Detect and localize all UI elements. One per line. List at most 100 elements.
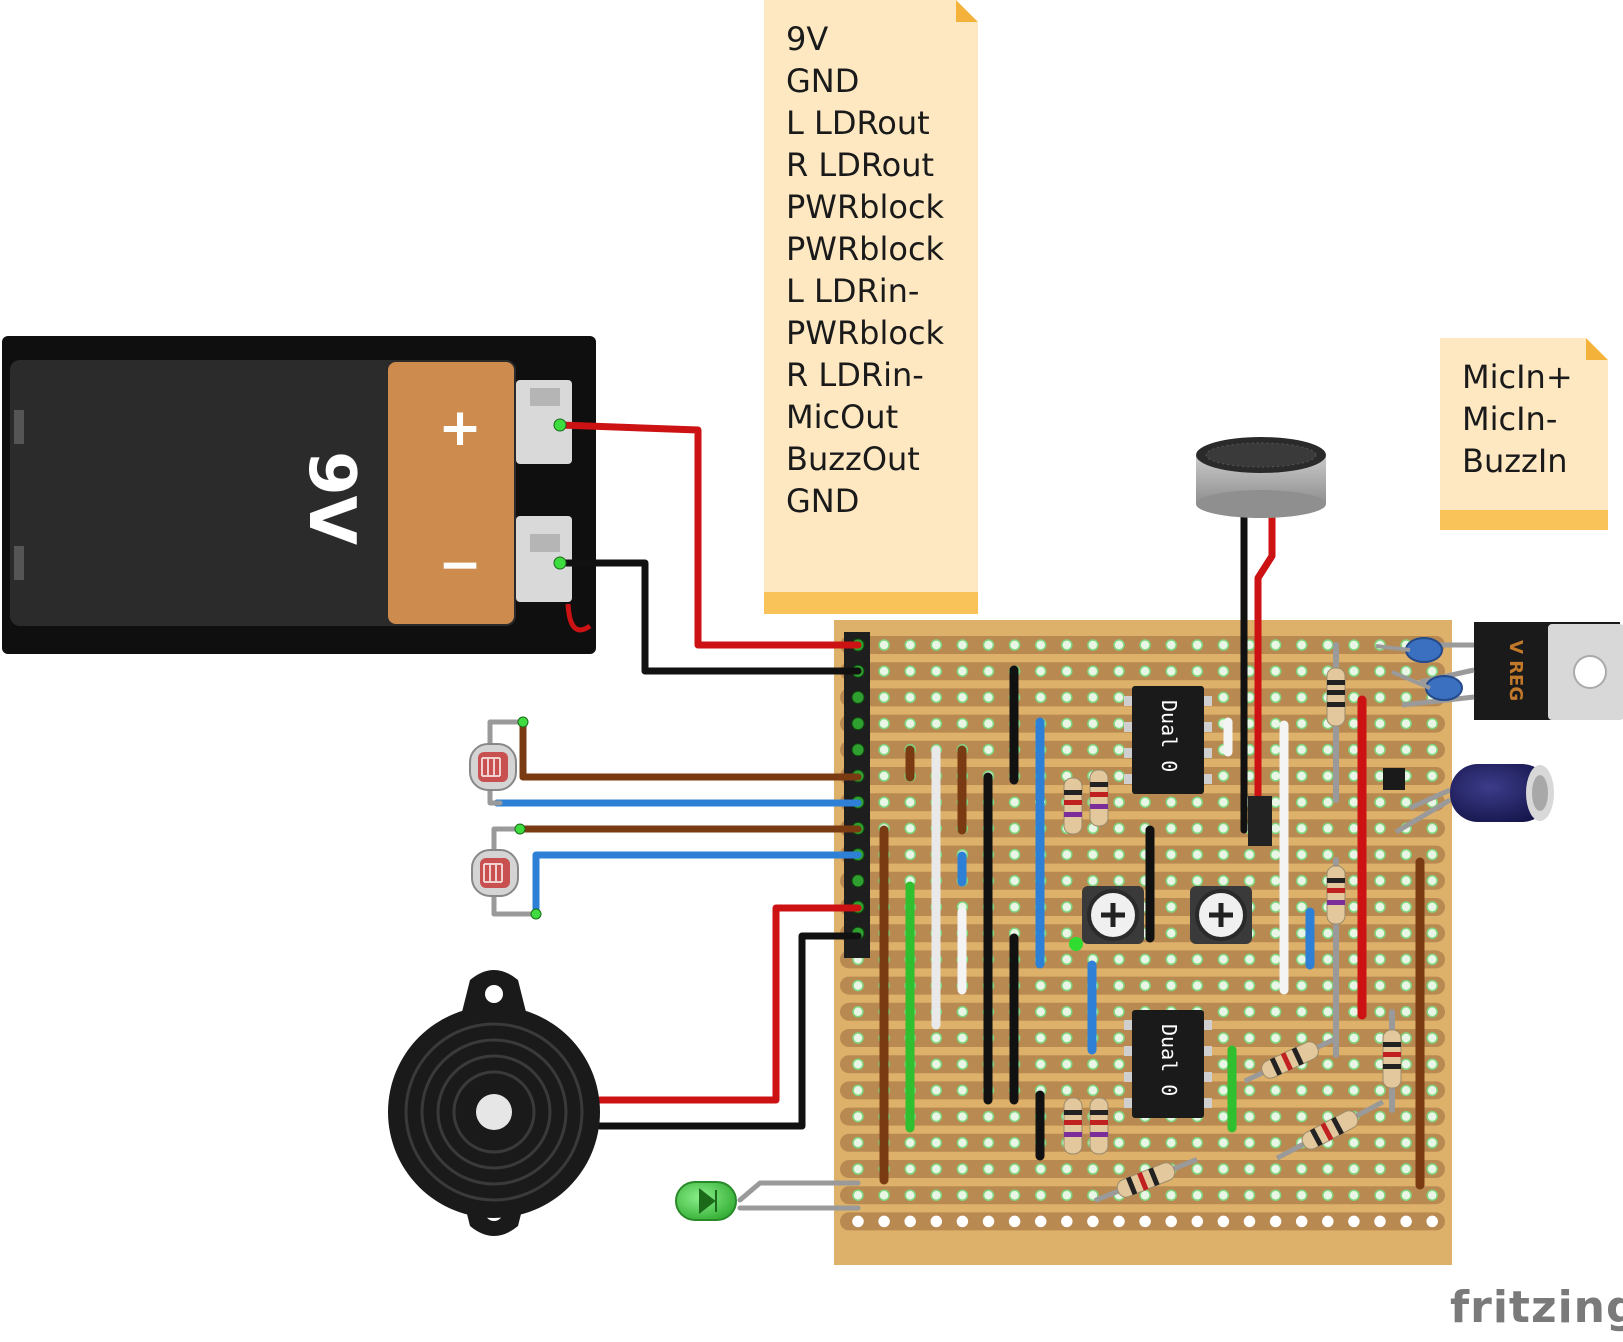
ldr-left[interactable] xyxy=(469,743,517,791)
board-hole xyxy=(1034,639,1047,651)
board-hole xyxy=(1295,691,1308,704)
board-hole xyxy=(1322,848,1334,861)
fritzing-logo: fritzing xyxy=(1450,1282,1623,1333)
board-hole xyxy=(1113,1137,1125,1149)
board-hole xyxy=(1348,979,1360,992)
board-hole xyxy=(1400,1058,1412,1070)
resistors xyxy=(1063,667,1402,1203)
board-hole xyxy=(904,717,916,730)
board-hole xyxy=(1217,1084,1230,1097)
board-hole xyxy=(1374,927,1386,939)
board-hole xyxy=(852,1163,864,1175)
board-hole xyxy=(1061,1058,1073,1070)
board-hole xyxy=(878,717,890,730)
board-hole xyxy=(1061,875,1073,887)
note-lines: MicIn+ MicIn- BuzzIn xyxy=(1462,356,1573,482)
board-hole xyxy=(1348,691,1360,704)
ic-label: Dual 0 xyxy=(1157,700,1181,772)
board-hole xyxy=(1191,665,1204,677)
board-hole xyxy=(1269,665,1282,677)
board-hole xyxy=(1374,1006,1386,1018)
board-hole xyxy=(904,1189,916,1201)
board-hole xyxy=(1295,1189,1308,1201)
board-hole xyxy=(1400,1110,1412,1123)
board-hole xyxy=(1269,1137,1282,1149)
board-hole xyxy=(1348,1084,1360,1097)
board-hole xyxy=(1374,717,1386,730)
note-line: GND xyxy=(786,62,860,100)
board-hole xyxy=(1061,1084,1073,1097)
header-pin xyxy=(851,717,865,731)
board-hole xyxy=(1348,901,1360,913)
board-hole xyxy=(1165,979,1177,992)
board-hole xyxy=(1217,1006,1230,1018)
board-hole xyxy=(982,1163,995,1175)
board-hole xyxy=(1348,770,1360,782)
board-hole xyxy=(1217,1032,1230,1044)
board-hole xyxy=(1295,744,1308,756)
board-hole xyxy=(982,691,995,704)
board-hole xyxy=(1217,1189,1230,1201)
board-hole xyxy=(1269,639,1282,651)
board-hole xyxy=(1348,796,1360,808)
pinout-note-right: MicIn+ MicIn- BuzzIn xyxy=(1440,338,1608,530)
board-hole xyxy=(1217,1215,1230,1228)
ldr-right[interactable] xyxy=(471,849,519,897)
microphone[interactable] xyxy=(1196,437,1326,518)
board-hole xyxy=(1008,1215,1021,1228)
board-hole xyxy=(1191,822,1204,835)
note-fold xyxy=(956,0,978,22)
board-hole xyxy=(1374,691,1386,704)
board-hole xyxy=(930,717,943,730)
board-hole xyxy=(1295,1163,1308,1175)
board-hole xyxy=(1191,1215,1204,1228)
board-hole xyxy=(1348,717,1360,730)
board-hole xyxy=(1008,848,1021,861)
board-hole xyxy=(1113,1032,1125,1044)
resistor xyxy=(1326,667,1346,727)
board-hole xyxy=(1061,901,1073,913)
board-hole xyxy=(1165,953,1177,966)
board-hole xyxy=(1374,1163,1386,1175)
board-hole xyxy=(878,639,890,651)
board-hole xyxy=(1348,953,1360,966)
board-hole xyxy=(1113,1084,1125,1097)
resistor xyxy=(1243,1036,1337,1084)
board-hole xyxy=(956,639,969,651)
wire-buzzer-negative xyxy=(596,932,862,1130)
board-hole xyxy=(1034,665,1047,677)
board-hole xyxy=(1426,875,1438,887)
board-hole xyxy=(1165,639,1177,651)
board-hole xyxy=(878,770,890,782)
board-hole xyxy=(1243,1032,1256,1044)
board-hole xyxy=(1348,744,1360,756)
board-hole xyxy=(1269,1110,1282,1123)
board-hole xyxy=(1113,875,1125,887)
board-hole xyxy=(852,1006,864,1018)
header-pin xyxy=(851,690,865,704)
board-hole xyxy=(1295,927,1308,939)
board-hole xyxy=(1165,901,1177,913)
ic-dual-bottom: Dual 0 xyxy=(1124,1010,1212,1118)
board-hole xyxy=(1426,1215,1438,1228)
board-hole xyxy=(1139,953,1151,966)
board-hole xyxy=(1139,1215,1151,1228)
board-hole xyxy=(1426,1032,1438,1044)
board-hole xyxy=(1426,901,1438,913)
board-hole xyxy=(1348,639,1360,651)
trimpot-left[interactable] xyxy=(1069,886,1144,951)
board-hole xyxy=(1374,1137,1386,1149)
piezo-buzzer[interactable] xyxy=(388,970,600,1236)
board-hole xyxy=(1113,953,1125,966)
board-hole xyxy=(1243,979,1256,992)
battery-9v[interactable]: + − 9V xyxy=(2,336,596,654)
led-green[interactable] xyxy=(675,1181,737,1221)
trimpot-right[interactable] xyxy=(1190,886,1252,944)
board-hole xyxy=(1217,1110,1230,1123)
board-hole xyxy=(1217,1163,1230,1175)
board-hole xyxy=(1269,927,1282,939)
board-hole xyxy=(982,1137,995,1149)
board-hole xyxy=(1087,848,1099,861)
